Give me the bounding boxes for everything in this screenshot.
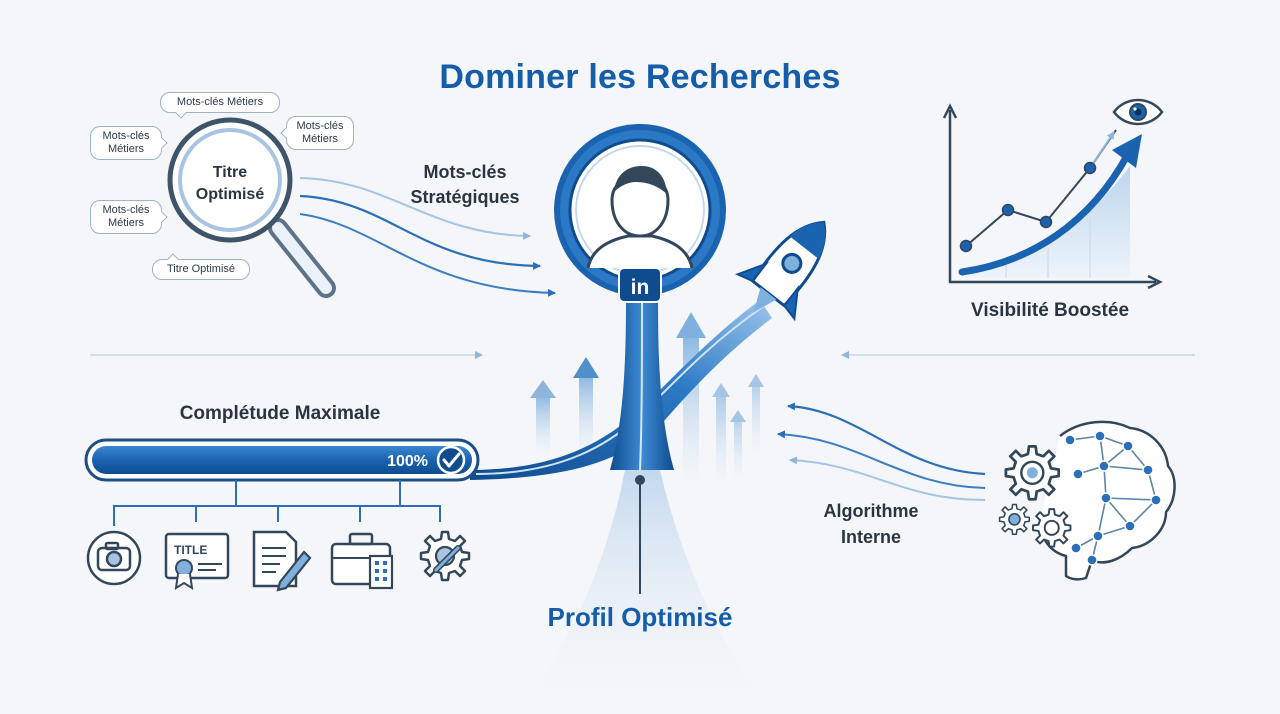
gear-large-icon <box>1004 445 1061 501</box>
completeness-label: Complétude Maximale <box>179 403 381 424</box>
page-title: Dominer les Recherches <box>439 58 841 96</box>
gear-small-icon <box>998 503 1031 536</box>
person-avatar-icon <box>586 166 694 269</box>
gear-medium-icon <box>1032 508 1072 548</box>
keyword-bubble: Mots-clés Métiers <box>160 92 280 113</box>
brain-gears-icon <box>1038 420 1176 581</box>
algorithm-flow-arrows <box>777 402 986 501</box>
certificate-title-text: TITLE <box>174 543 207 557</box>
strategic-keywords-label: Mots-clés Stratégiques <box>410 162 520 207</box>
algorithm-label: Algorithme Interne <box>823 501 919 547</box>
briefcase-building-icon <box>330 532 394 590</box>
check-icon <box>436 445 466 475</box>
keyword-bubble: Mots-clés Métiers <box>90 126 162 160</box>
gear-wrench-icon <box>419 530 471 582</box>
optimized-title-label: Titre Optimisé <box>195 164 265 203</box>
linkedin-badge-icon: in <box>618 267 662 303</box>
visibility-label: Visibilité Boostée <box>970 300 1130 321</box>
eye-icon <box>1112 98 1164 126</box>
magnifier-icon <box>167 117 336 298</box>
rocket-icon <box>734 220 827 322</box>
progress-fill <box>92 446 472 474</box>
document-pen-icon <box>252 530 312 592</box>
camera-icon <box>86 530 142 586</box>
profile-glow <box>520 470 770 714</box>
keyword-bubble: Mots-clés Métiers <box>286 116 354 150</box>
profile-label: Profil Optimisé <box>547 602 733 632</box>
title-bubble: Titre Optimisé <box>152 259 250 280</box>
visibility-chart <box>942 103 1163 290</box>
linkedin-badge-text: in <box>631 276 650 299</box>
completeness-connectors <box>113 480 441 526</box>
certificate-icon: TITLE <box>164 532 230 590</box>
completeness-progress-bar <box>84 438 480 482</box>
keyword-bubble: Mots-clés Métiers <box>90 200 162 234</box>
keyword-flow-arrows <box>299 177 556 297</box>
progress-percent: 100% <box>387 453 428 470</box>
